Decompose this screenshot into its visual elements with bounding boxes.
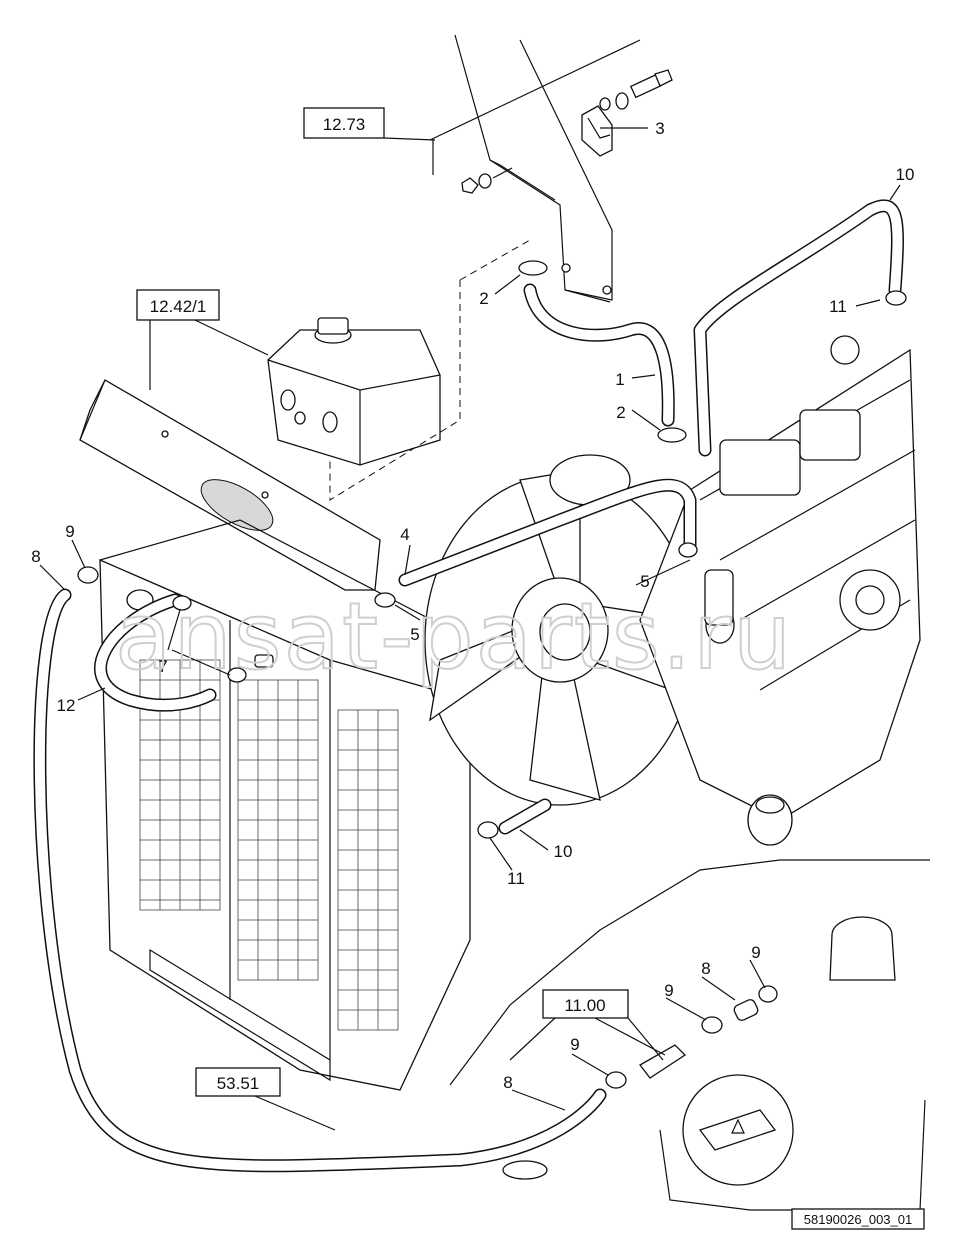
hose-10-upper [693, 199, 904, 457]
callout-8a: 8 [31, 547, 40, 566]
hose-10-lower [498, 798, 552, 835]
expansion-tank [267, 317, 441, 466]
hose-4 [398, 478, 697, 587]
callout-3: 3 [655, 119, 664, 138]
reference-label-12-73: 12.73 [323, 115, 366, 134]
callout-4: 4 [400, 525, 409, 544]
hose-8-long [33, 588, 607, 1173]
drawing-code: 58190026_003_01 [804, 1212, 912, 1227]
tank-base-outline [449, 859, 930, 1211]
callout-8c: 8 [503, 1073, 512, 1092]
reference-box-11-00: 11.00 [509, 989, 629, 1061]
hose-clamps [77, 260, 907, 1089]
radiator-shroud-panel [79, 379, 381, 591]
hose-1 [523, 283, 675, 427]
drain-valve-assembly [639, 999, 794, 1186]
callout-11b: 11 [507, 869, 525, 888]
callout-labels: 1 2 2 3 4 5 5 7 8 8 8 9 9 9 9 10 10 11 1… [31, 119, 914, 1092]
callout-12: 12 [57, 696, 76, 715]
callout-11a: 11 [829, 297, 847, 316]
mounting-bracket [429, 34, 641, 303]
drawing-code-box: 58190026_003_01 [791, 1208, 925, 1230]
callout-9b: 9 [751, 943, 760, 962]
callout-5a: 5 [410, 625, 419, 644]
reference-label-12-42-1: 12.42/1 [150, 297, 207, 316]
callout-7: 7 [158, 657, 167, 676]
callout-10b: 10 [554, 842, 573, 861]
reference-box-53-51: 53.51 [195, 1067, 336, 1131]
callout-1: 1 [615, 370, 624, 389]
callout-9a: 9 [65, 522, 74, 541]
callout-2a: 2 [479, 289, 488, 308]
hose-clamp-bracket [581, 105, 613, 157]
reference-box-12-42-1: 12.42/1 [136, 289, 269, 390]
reference-label-53-51: 53.51 [217, 1074, 260, 1093]
bolt-and-washers [461, 69, 673, 194]
callout-5b: 5 [640, 572, 649, 591]
hose-12 [94, 593, 217, 712]
radiator [99, 519, 471, 1091]
tank-dashed-outline [329, 239, 531, 501]
reference-box-12-73: 12.73 [303, 107, 436, 141]
leader-lines [39, 127, 901, 1111]
callout-2b: 2 [616, 403, 625, 422]
callout-10a: 10 [896, 165, 915, 184]
callout-9d: 9 [570, 1035, 579, 1054]
callout-8b: 8 [701, 959, 710, 978]
callout-9c: 9 [664, 981, 673, 1000]
watermark: ansat-parts.ru [115, 583, 793, 690]
engine-block [549, 335, 921, 846]
reference-label-11-00: 11.00 [564, 996, 605, 1015]
